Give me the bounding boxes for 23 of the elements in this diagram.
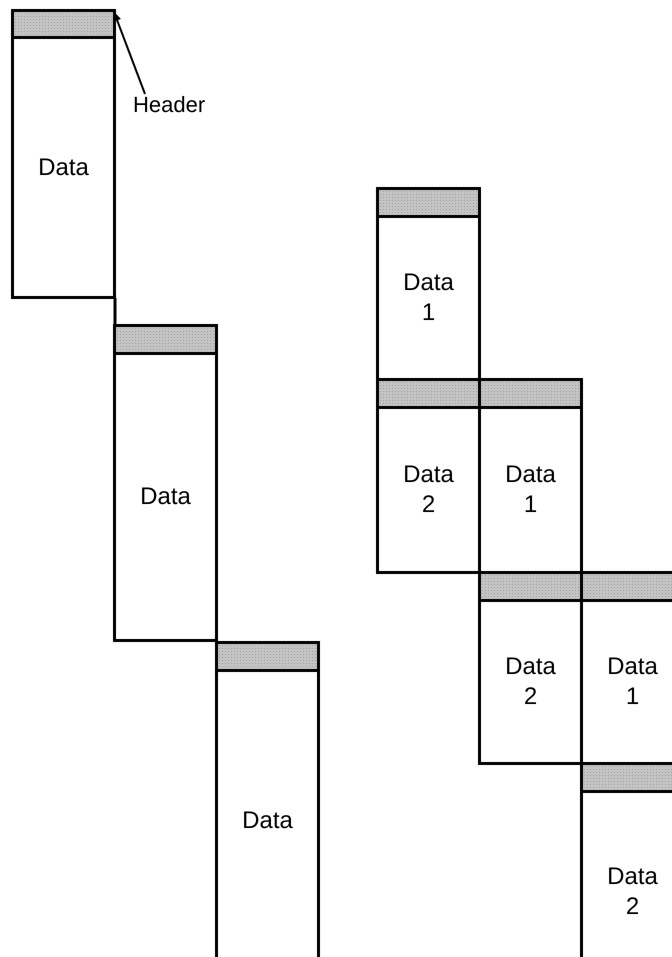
header-bar bbox=[478, 378, 583, 409]
header-bar bbox=[215, 641, 320, 672]
data-label: Data 2 bbox=[403, 460, 454, 520]
data-block bbox=[113, 352, 218, 642]
data-label: Data bbox=[38, 152, 89, 182]
data-block bbox=[215, 669, 320, 957]
data-block bbox=[478, 599, 583, 765]
data-label: Data 2 bbox=[607, 862, 658, 922]
data-label: Data 1 bbox=[505, 460, 556, 520]
leader-arrow bbox=[113, 11, 146, 94]
header-bar bbox=[580, 762, 672, 793]
data-block bbox=[376, 215, 481, 381]
data-block bbox=[11, 36, 116, 299]
header-bar bbox=[580, 571, 672, 602]
data-label: Data 1 bbox=[607, 652, 658, 712]
header-bar bbox=[113, 324, 218, 355]
data-label: Data bbox=[242, 806, 293, 836]
header-bar bbox=[376, 187, 481, 218]
data-block bbox=[376, 406, 481, 574]
data-label: Data 2 bbox=[505, 652, 556, 712]
callout-label: Header bbox=[133, 92, 206, 118]
data-label: Data bbox=[140, 482, 191, 512]
data-label: Data 1 bbox=[403, 268, 454, 328]
